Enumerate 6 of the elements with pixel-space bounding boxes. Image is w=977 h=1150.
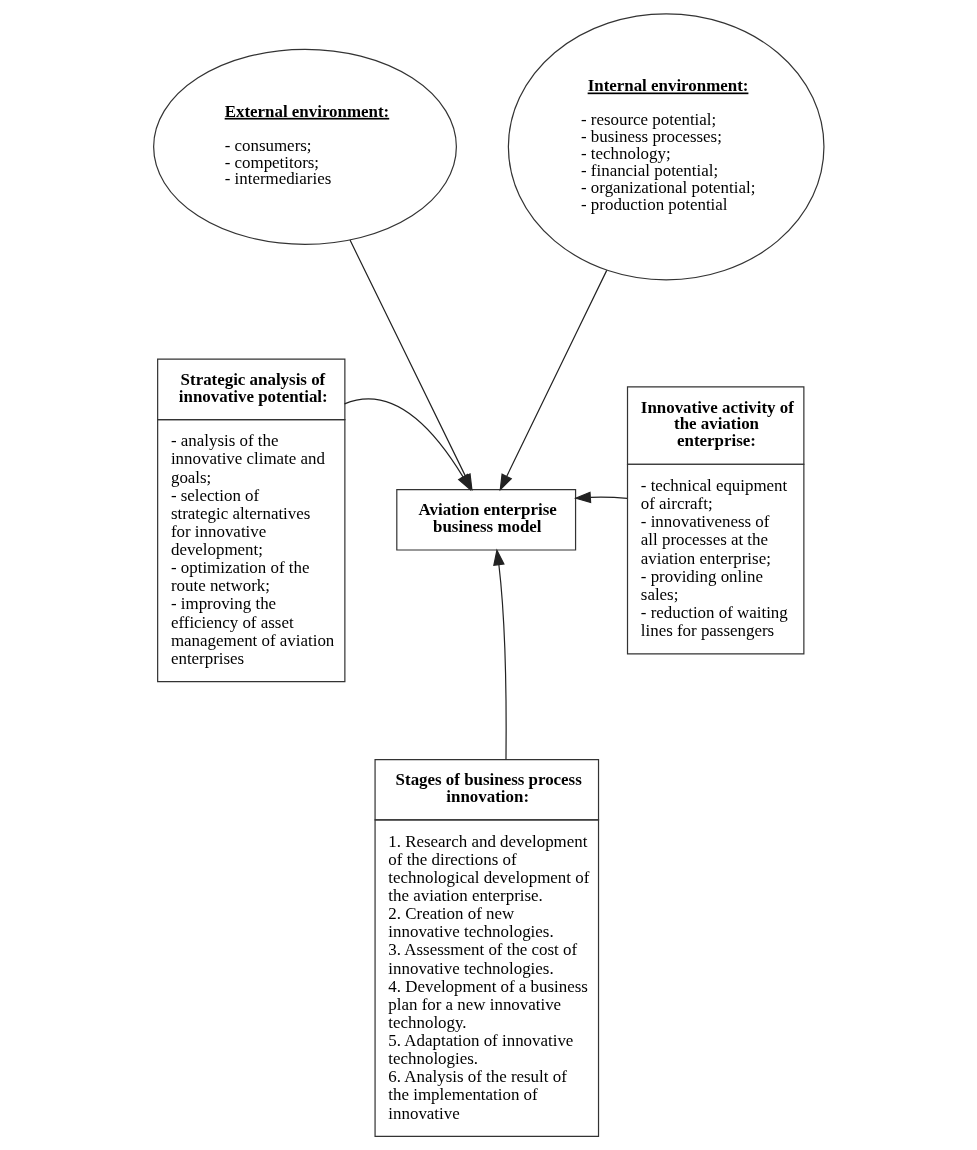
node-box: Aviation enterprise business model <box>395 489 576 551</box>
arrow <box>573 491 628 504</box>
arrow <box>499 269 607 492</box>
arrow <box>492 548 507 760</box>
node-ellipse: External environment: - consumers; - competitors; - intermediaries <box>152 48 457 245</box>
node-ellipse: Internal environment: - resource potential; - business processes; - technology; - financial potential; - organizational potential; - production potential <box>507 13 825 281</box>
